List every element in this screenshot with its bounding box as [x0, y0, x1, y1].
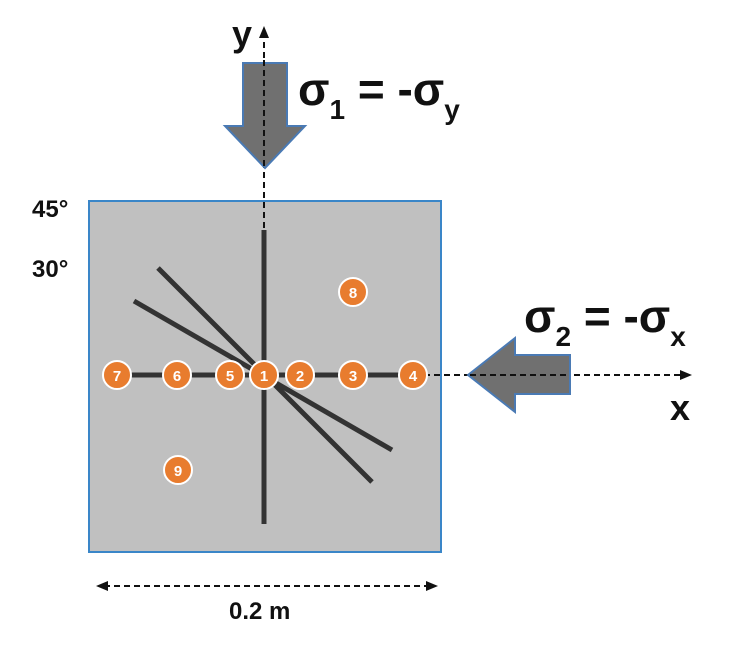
point-label: 6: [173, 368, 181, 385]
point-7: 7: [102, 360, 132, 390]
sigma1-label: σ1 = -σy: [298, 63, 460, 125]
point-2: 2: [285, 360, 315, 390]
point-9: 9: [163, 455, 193, 485]
point-label: 1: [260, 368, 268, 385]
sigma1-equals: = -σ: [345, 63, 444, 115]
angle-30-label: 30°: [32, 256, 68, 283]
dimension-arrow-left: [96, 581, 108, 591]
point-marker: [215, 360, 245, 390]
point-label: 2: [296, 368, 304, 385]
point-6: 6: [162, 360, 192, 390]
point-marker: [398, 360, 428, 390]
dimension-arrow-right: [426, 581, 438, 591]
sigma1-subscript: 1: [329, 94, 345, 125]
point-marker: [102, 360, 132, 390]
angle-45-label: 45°: [32, 196, 68, 223]
point-8: 8: [338, 277, 368, 307]
sigma2-subscript: 2: [555, 321, 571, 352]
dimension-label: 0.2 m: [229, 598, 290, 625]
sigma2-arrow: [466, 335, 571, 415]
sigma2-eq-subscript: x: [670, 321, 686, 352]
point-label: 3: [349, 368, 357, 385]
x-axis-arrowhead: [680, 370, 692, 380]
point-label: 9: [174, 463, 182, 480]
point-marker: [338, 277, 368, 307]
sigma2-equals: = -σ: [571, 290, 670, 342]
point-marker: [285, 360, 315, 390]
point-3: 3: [338, 360, 368, 390]
point-5: 5: [215, 360, 245, 390]
point-4: 4: [398, 360, 428, 390]
point-marker: [338, 360, 368, 390]
point-marker: [162, 360, 192, 390]
y-axis-arrowhead: [259, 26, 269, 38]
y-axis-label: y: [232, 13, 252, 54]
sigma2-symbol: σ: [524, 290, 555, 342]
point-1: 1: [249, 360, 279, 390]
sigma1-symbol: σ: [298, 63, 329, 115]
point-label: 5: [226, 368, 234, 385]
sigma2-label: σ2 = -σx: [524, 290, 686, 352]
x-axis-label: x: [670, 387, 690, 428]
point-label: 7: [113, 368, 121, 385]
point-label: 8: [349, 285, 357, 302]
point-marker: [249, 360, 279, 390]
point-marker: [163, 455, 193, 485]
point-label: 4: [409, 368, 418, 385]
sigma1-eq-subscript: y: [444, 94, 460, 125]
